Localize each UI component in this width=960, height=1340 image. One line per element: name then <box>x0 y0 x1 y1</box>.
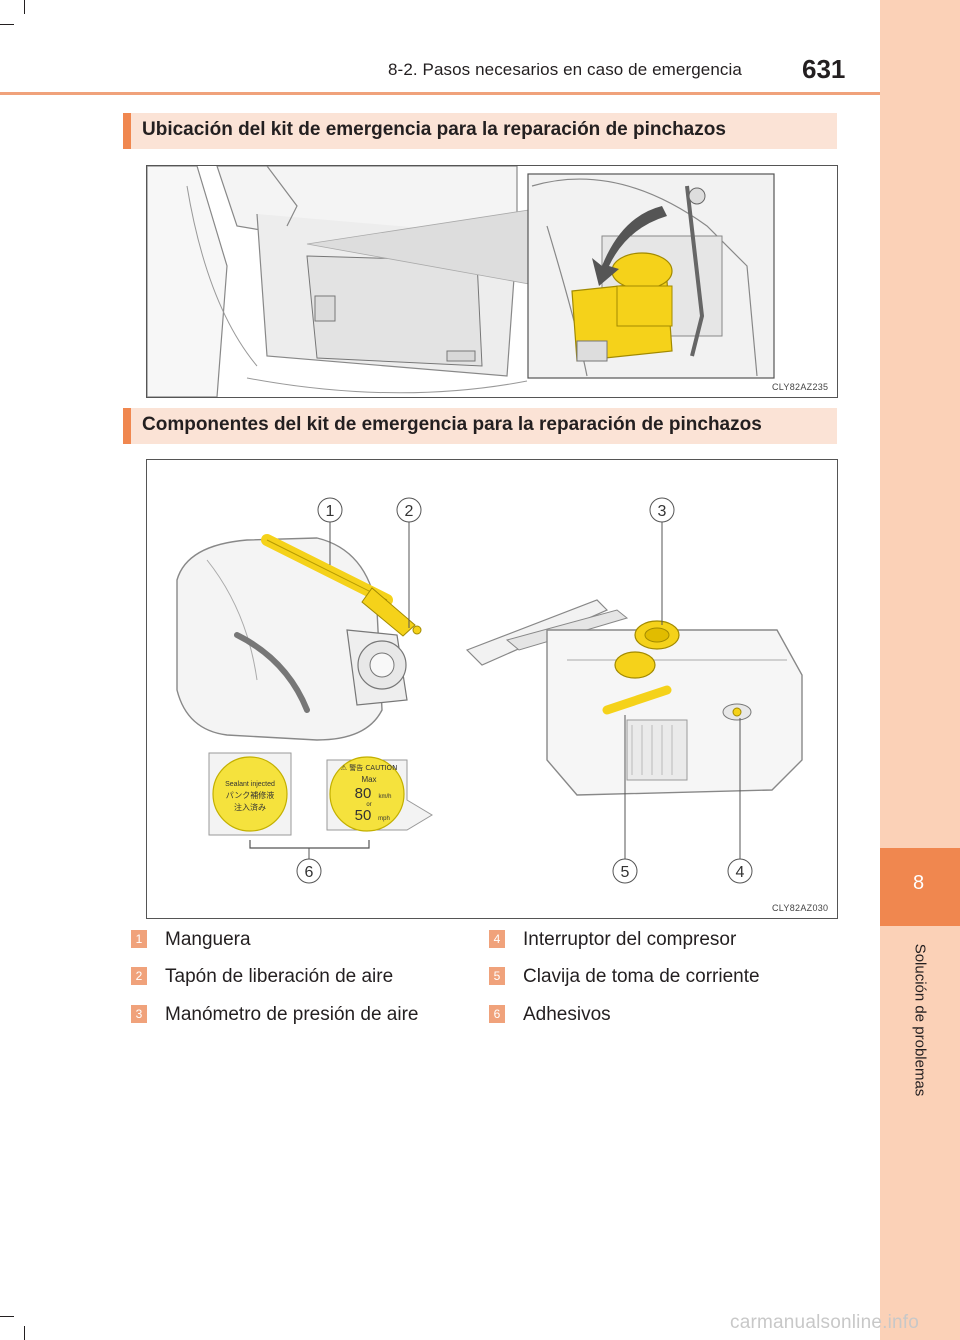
sticker-right-or: or <box>366 802 371 808</box>
watermark: carmanualsonline.info <box>730 1312 920 1333</box>
running-header: 8-2. Pasos necesarios en caso de emergen… <box>388 60 742 79</box>
legend-number: 4 <box>489 930 505 948</box>
legend-number: 6 <box>489 1005 505 1023</box>
trunk-illustration <box>147 166 775 397</box>
crop-mark <box>0 24 14 25</box>
callout-6: 6 <box>305 864 314 881</box>
crop-mark <box>24 0 25 14</box>
figure-code: CLY82AZ030 <box>772 903 829 913</box>
sticker-right-unit1: km/h <box>378 794 391 800</box>
callout-1: 1 <box>326 503 335 520</box>
page-number: 631 <box>802 54 846 84</box>
chapter-number: 8 <box>913 872 925 894</box>
section-marker <box>123 408 131 444</box>
sticker-left-line3: 注入済み <box>234 802 266 812</box>
sticker-left-line1: Sealant injected <box>225 781 275 788</box>
legend-label: Adhesivos <box>523 1004 611 1025</box>
callout-4: 4 <box>736 864 745 881</box>
crop-mark <box>0 1316 14 1317</box>
chapter-side-bar <box>880 0 960 1340</box>
header-rule <box>0 92 880 95</box>
kit-illustration: 1 2 3 4 5 6 Sealant injected パンク補修液 注入済み… <box>176 497 803 884</box>
sticker-right-speed2: 50 <box>355 807 372 824</box>
chapter-title: Solución de problemas <box>911 943 929 1097</box>
chapter-tab[interactable]: 8 <box>880 848 960 926</box>
legend-label: Interruptor del compresor <box>523 929 737 950</box>
sticker-right-unit2: mph <box>378 816 390 822</box>
section-title: Componentes del kit de emergencia para l… <box>142 414 762 435</box>
sticker-right-max: Max <box>361 775 376 784</box>
legend-label: Manómetro de presión de aire <box>165 1004 419 1025</box>
callout-3: 3 <box>658 503 667 520</box>
callout-5: 5 <box>621 864 630 881</box>
figure-code: CLY82AZ235 <box>772 382 829 392</box>
crop-mark <box>24 1326 25 1340</box>
legend-number: 3 <box>131 1005 147 1023</box>
sticker-right-speed1: 80 <box>355 785 372 802</box>
callout-2: 2 <box>405 503 414 520</box>
section-marker <box>123 113 131 149</box>
kit-components-figure: 1 2 3 4 5 6 Sealant injected パンク補修液 注入済み… <box>146 459 838 919</box>
section-heading-components: Componentes del kit de emergencia para l… <box>123 408 837 444</box>
sticker-right-warning: ⚠ 警告 CAUTION <box>341 763 398 772</box>
legend-label: Tapón de liberación de aire <box>165 966 394 987</box>
section-heading-location: Ubicación del kit de emergencia para la … <box>123 113 837 149</box>
section-title: Ubicación del kit de emergencia para la … <box>142 119 726 140</box>
legend-number: 5 <box>489 967 505 985</box>
sticker-left-line2: パンク補修液 <box>226 790 274 800</box>
legend-label: Clavija de toma de corriente <box>523 966 760 987</box>
legend-label: Manguera <box>165 929 251 950</box>
legend-number: 1 <box>131 930 147 948</box>
legend-number: 2 <box>131 967 147 985</box>
trunk-location-figure: CLY82AZ235 <box>146 165 838 398</box>
